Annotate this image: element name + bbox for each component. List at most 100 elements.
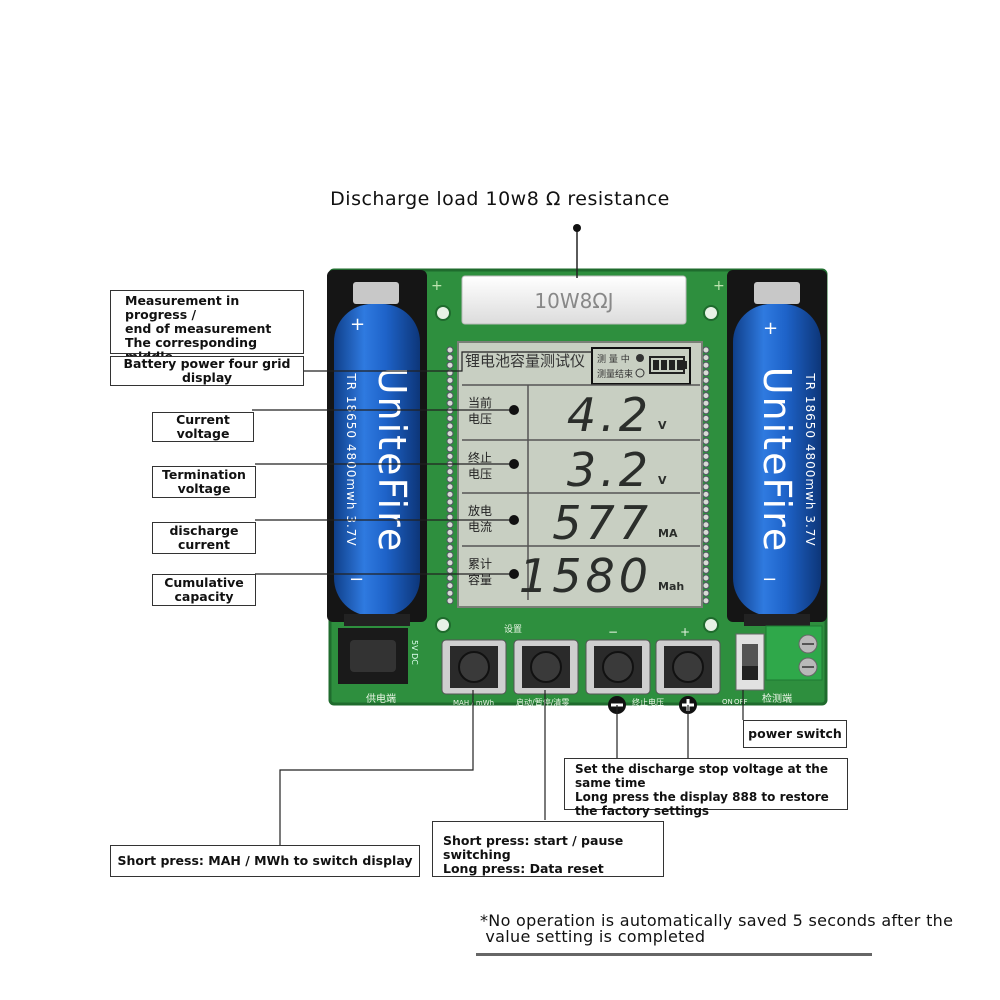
lcd-pin	[702, 574, 710, 582]
button-plus[interactable]	[655, 639, 721, 695]
lcd-pin	[446, 574, 454, 582]
lcd-screen	[457, 341, 703, 608]
lcd-pin	[702, 361, 710, 369]
lcd-pin	[702, 498, 710, 506]
battery-left-plus: +	[350, 314, 365, 335]
lcd-row-value: 577	[552, 496, 652, 550]
button-minus[interactable]	[585, 639, 651, 695]
lcd-pin	[702, 369, 710, 377]
battery-left	[327, 270, 427, 626]
lcd-pin	[702, 551, 710, 559]
lcd-pin	[702, 521, 710, 529]
lcd-pin	[446, 490, 454, 498]
callout-discharge-current: discharge current	[152, 522, 256, 554]
lcd-pin	[446, 468, 454, 476]
pcb-plus-marks: + +	[431, 278, 725, 294]
lcd-pin	[446, 407, 454, 415]
lcd-pin	[446, 422, 454, 430]
lcd-pin	[446, 384, 454, 392]
lcd-pin	[702, 490, 710, 498]
label-detect-terminal: 检测端	[762, 692, 792, 705]
lcd-pin	[446, 392, 454, 400]
button-start-pause[interactable]	[513, 639, 579, 695]
callout-power-switch: power switch	[743, 720, 847, 748]
lcd-pin	[446, 399, 454, 407]
lcd-pin	[702, 407, 710, 415]
svg-text:+: +	[713, 278, 725, 294]
lcd-pin	[446, 536, 454, 544]
lcd-pin	[702, 597, 710, 605]
callout-current-voltage: Current voltage	[152, 412, 254, 442]
footnote: *No operation is automatically saved 5 s…	[480, 911, 954, 946]
battery-bar	[661, 360, 667, 370]
lcd-pin	[702, 513, 710, 521]
lcd-pin	[702, 506, 710, 514]
lcd-status-finished: 测量结束	[597, 368, 633, 380]
lcd-pin	[702, 414, 710, 422]
battery-right	[727, 270, 827, 626]
lcd-pin	[702, 475, 710, 483]
lcd-pin	[446, 346, 454, 354]
lcd-row-label: 容量	[468, 572, 492, 587]
callout-termination-voltage: Termination voltage	[152, 466, 256, 498]
lcd-row-unit: V	[658, 419, 667, 432]
lcd-pin	[446, 506, 454, 514]
lcd-pins	[446, 346, 710, 605]
lcd-row-value: 4.2	[567, 388, 652, 442]
label-setup: 设置	[504, 624, 522, 635]
lcd-row-value: 1580	[519, 549, 652, 603]
lcd-pin	[702, 354, 710, 362]
lcd-pin	[702, 468, 710, 476]
battery-bar	[677, 360, 683, 370]
callout-mah-switch: Short press: MAH / MWh to switch display	[110, 845, 420, 877]
svg-text:5V DC: 5V DC	[410, 640, 419, 665]
battery-right-minus: −	[762, 569, 777, 590]
footnote-underline	[476, 953, 872, 956]
lcd-pin	[702, 399, 710, 407]
lcd-pin	[702, 384, 710, 392]
lcd-pin	[702, 422, 710, 430]
resistor-title: Discharge load 10w8 Ω resistance	[330, 188, 670, 210]
label-minus-key: −	[608, 625, 618, 639]
label-plus-key: +	[680, 625, 690, 639]
lcd-header: 锂电池容量测试仪	[465, 352, 585, 370]
lcd-row-label: 终止	[468, 450, 492, 465]
lcd-pin	[446, 445, 454, 453]
lcd-pin	[446, 582, 454, 590]
battery-left-minus: −	[349, 569, 364, 590]
lcd-row-label: 电压	[468, 467, 492, 481]
battery-bar	[669, 360, 675, 370]
lcd-pin	[446, 589, 454, 597]
lcd-pin	[446, 475, 454, 483]
lcd-pin	[446, 430, 454, 438]
lcd-pin	[446, 513, 454, 521]
lcd-pin	[702, 430, 710, 438]
lcd-status-in-progress: 测 量 中	[597, 353, 630, 365]
mounting-holes	[435, 305, 719, 633]
lcd-row-label: 放电	[468, 503, 492, 518]
lcd-row-value: 3.2	[567, 443, 652, 497]
lcd-pin	[702, 346, 710, 354]
lcd-pin	[702, 582, 710, 590]
lcd-pin	[702, 460, 710, 468]
lcd-pin	[702, 452, 710, 460]
svg-text:OFF: OFF	[734, 698, 748, 706]
lcd-row-label: 当前	[468, 395, 492, 410]
battery-right-plus: +	[763, 318, 778, 339]
battery-left-spec: TR 18650 4800mwh 3.7V	[344, 372, 358, 546]
battery-left-brand: UniteFire	[370, 367, 414, 554]
lcd-pin	[702, 437, 710, 445]
lcd-pin	[446, 483, 454, 491]
lcd-row-label: 电压	[468, 412, 492, 426]
battery-right-spec: TR 18650 4800mwh 3.7V	[803, 372, 817, 546]
lcd-pin	[702, 559, 710, 567]
button-mah-mwh[interactable]	[441, 639, 507, 695]
lcd-pin	[446, 376, 454, 384]
lcd-pin	[446, 566, 454, 574]
lcd-pin	[446, 498, 454, 506]
lcd-pin	[446, 361, 454, 369]
lcd-row-unit: Mah	[658, 580, 684, 593]
lcd-pin	[702, 376, 710, 384]
